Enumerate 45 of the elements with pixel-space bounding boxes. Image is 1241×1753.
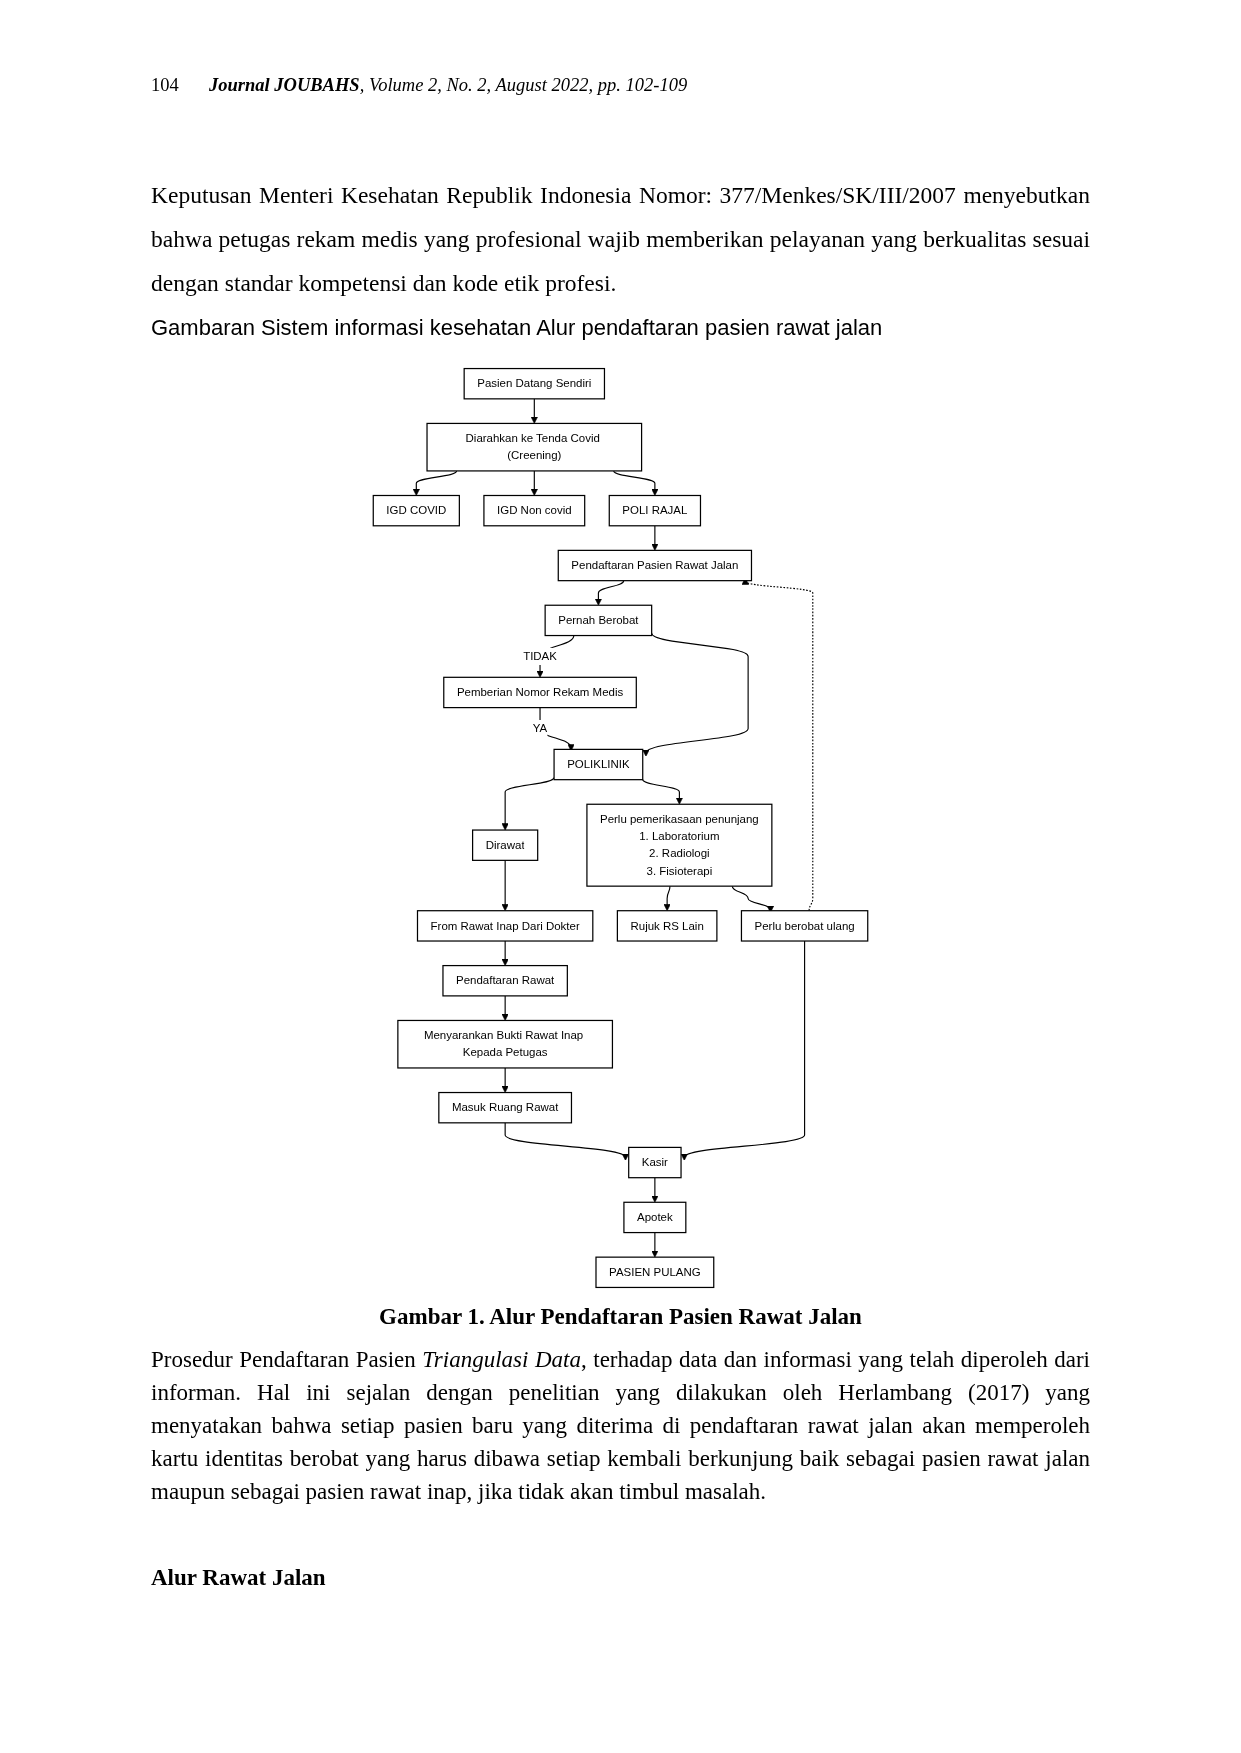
process-box: Apotek: [623, 1201, 687, 1234]
process-box: From Rawat Inap Dari Dokter: [416, 910, 594, 942]
arrow: [651, 1177, 659, 1203]
arrow: [681, 940, 806, 1160]
process-box: Pendaftaran Rawat: [442, 964, 568, 997]
paragraph: Prosedur Pendaftaran Pasien Triangulasi Data, terhadap data dan informasi yang telah diperoleh dari informan. Hal ini sejalan dengan penelitian yang dilakukan oleh Herlambang (2017) yang menyatakan bahwa setiap pasien baru yang diterima di pendaftaran rawat jalan akan memperoleh kartu identitas berobat yang harus dibawa setiap kembali berkunjung baik sebagai pasien rawat jalan maupun sebagai pasien rawat inap, jika tidak akan timbul masalah.: [151, 1346, 1090, 1506]
arrow: [501, 940, 509, 966]
paragraph: Keputusan Menteri Kesehatan Republik Indonesia Nomor: 377/Menkes/SK/III/2007 menyebutkan bahwa petugas rekam medis yang profesional wajib memberikan pelayanan yang berkualitas sesuai dengan standar kompetensi dan kode etik profesi.: [151, 181, 1090, 298]
arrow: [642, 778, 683, 805]
arrow: [501, 1067, 509, 1093]
running-header: Journal JOUBAHS, Volume 2, No. 2, August 2022, pp. 102-109: [209, 75, 688, 96]
process-box: POLIKLINIK: [553, 748, 644, 781]
process-box: Pernah Berobat: [544, 604, 653, 637]
page-number: 104: [151, 75, 179, 96]
process-box: Rujuk RS Lain: [616, 910, 718, 942]
arrow: [613, 470, 659, 496]
paragraph: Gambaran Sistem informasi kesehatan Alur pendaftaran pasien rawat jalan: [151, 314, 884, 342]
section-heading: Alur Rawat Jalan: [151, 1565, 326, 1591]
process-box: POLI RAJAL: [608, 494, 702, 527]
process-box: IGD Non covid: [483, 494, 586, 527]
process-box: Diarahkan ke Tenda Covid (Creening): [426, 422, 643, 472]
process-box: Perlu berobat ulang: [740, 910, 869, 942]
process-box: Pasien Datang Sendiri: [463, 367, 606, 400]
process-box: IGD COVID: [372, 494, 460, 527]
process-box: PASIEN PULANG: [595, 1256, 715, 1289]
arrow: [501, 859, 509, 912]
process-box: Kasir: [628, 1146, 682, 1179]
process-box: Masuk Ruang Rawat: [438, 1091, 573, 1124]
process-box: Pendaftaran Pasien Rawat Jalan: [557, 549, 753, 582]
arrow: [651, 525, 659, 551]
process-box: Menyarankan Bukti Rawat Inap Kepada Petugas: [397, 1019, 614, 1069]
arrow: [643, 632, 749, 757]
arrow: [594, 580, 625, 606]
arrow: [530, 470, 538, 496]
arrow: [530, 398, 538, 424]
process-box: Dirawat: [472, 829, 539, 861]
arrow: [501, 995, 509, 1021]
arrow: [504, 1122, 629, 1160]
figure-caption: Gambar 1. Alur Pendaftaran Pasien Rawat Jalan: [378, 1304, 863, 1330]
arrow: [412, 470, 458, 496]
arrow: [663, 885, 671, 912]
process-box: Perlu pemerikasaan penunjang 1. Laboratorium 2. Radiologi 3. Fisioterapi: [586, 803, 773, 887]
arrow: [651, 1232, 659, 1258]
process-box: Pemberian Nomor Rekam Medis: [443, 676, 637, 709]
arrow: [501, 777, 555, 831]
